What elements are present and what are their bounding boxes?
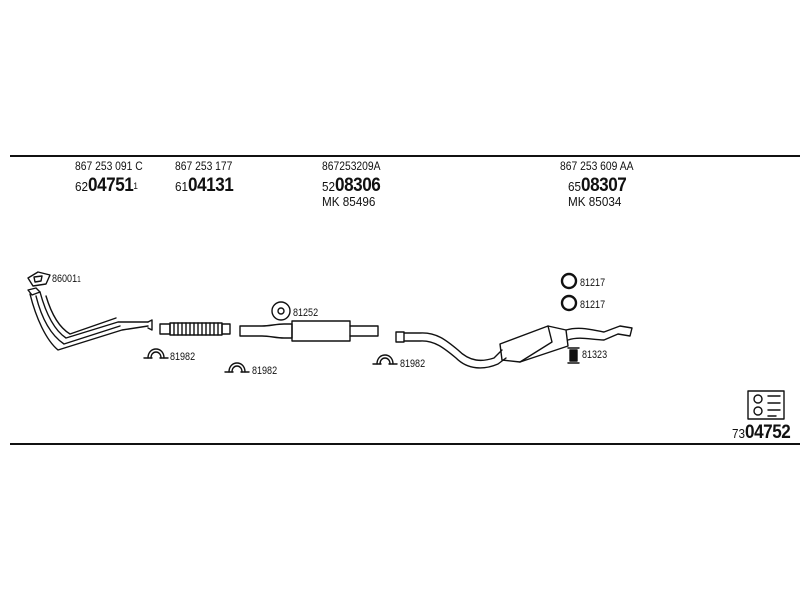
oem-number-middle-silencer: 867253209A: [322, 159, 381, 173]
part-number-middle-silencer: 5208306: [322, 175, 381, 196]
part-prefix: 62: [75, 179, 89, 194]
hanger-part-number: 81252: [293, 307, 319, 319]
ring-part-number: 81217: [580, 299, 606, 311]
oem-number-flex-pipe: 867 253 177: [175, 159, 233, 173]
rubber-mount-part-number: 81323: [582, 349, 608, 361]
clamp-part-number: 81982: [400, 358, 426, 370]
part-number-sup: 1: [77, 275, 81, 284]
mk-number-middle-silencer: MK 85496: [322, 194, 376, 209]
hanger-icon: [271, 301, 291, 321]
part-prefix: 61: [175, 179, 189, 194]
rear-pipe-and-silencer: [395, 325, 633, 369]
gasket-icon: [27, 271, 51, 287]
part-prefix: 65: [568, 179, 582, 194]
ring-icon: [560, 294, 578, 312]
mk-number-rear-silencer: MK 85034: [568, 194, 622, 209]
part-code: 08306: [335, 175, 381, 196]
ring-part-number: 81217: [580, 277, 606, 289]
part-number-flex-pipe: 6104131: [175, 175, 234, 196]
front-pipe: [27, 287, 153, 351]
ring-icon: [560, 272, 578, 290]
oem-number-front-pipe: 867 253 091 C: [75, 159, 143, 173]
part-number-front-pipe: 62047511: [75, 175, 138, 196]
top-rule: [10, 155, 800, 157]
middle-silencer: [239, 320, 379, 342]
oem-number-rear-silencer: 867 253 609 AA: [560, 159, 634, 173]
part-code: 04752: [745, 422, 791, 443]
gasket-part-number: 860011: [52, 274, 81, 285]
clamp-icon: [372, 354, 398, 365]
mounting-kit-icon: [747, 390, 785, 420]
part-prefix: 52: [322, 179, 336, 194]
part-code: 08307: [581, 175, 627, 196]
part-suffix: 1: [133, 181, 138, 191]
bottom-rule: [10, 443, 800, 445]
clamp-icon: [224, 362, 250, 373]
clamp-part-number: 81982: [252, 365, 278, 377]
part-number-text: 86001: [52, 273, 78, 285]
part-number-rear-silencer: 6508307: [568, 175, 627, 196]
part-code: 04751: [88, 175, 134, 196]
clamp-icon: [143, 348, 169, 359]
part-code: 04131: [188, 175, 234, 196]
rubber-mount-icon: [567, 347, 580, 364]
flex-pipe: [159, 322, 231, 336]
part-prefix: 73: [732, 426, 746, 441]
mounting-kit-number: 7304752: [732, 422, 791, 443]
clamp-part-number: 81982: [170, 351, 196, 363]
